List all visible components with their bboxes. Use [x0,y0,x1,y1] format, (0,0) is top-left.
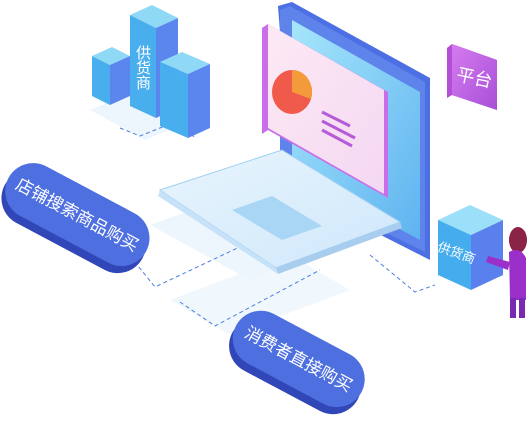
person-figure [486,227,527,318]
supplier-cube: 供货商 [435,205,503,290]
text-lines-icon [321,110,356,148]
platform-tile: 平台 [447,44,497,110]
chart-panel [262,24,388,198]
pie-chart-icon [272,69,313,114]
consumer-direct-pill: 消费者直接购买 [229,310,365,415]
supplier-buildings: 供货商 [92,5,210,138]
store-search-pill: 店铺搜索商品购买 [1,163,150,274]
supplier-building-label: 供货商 [134,45,152,90]
